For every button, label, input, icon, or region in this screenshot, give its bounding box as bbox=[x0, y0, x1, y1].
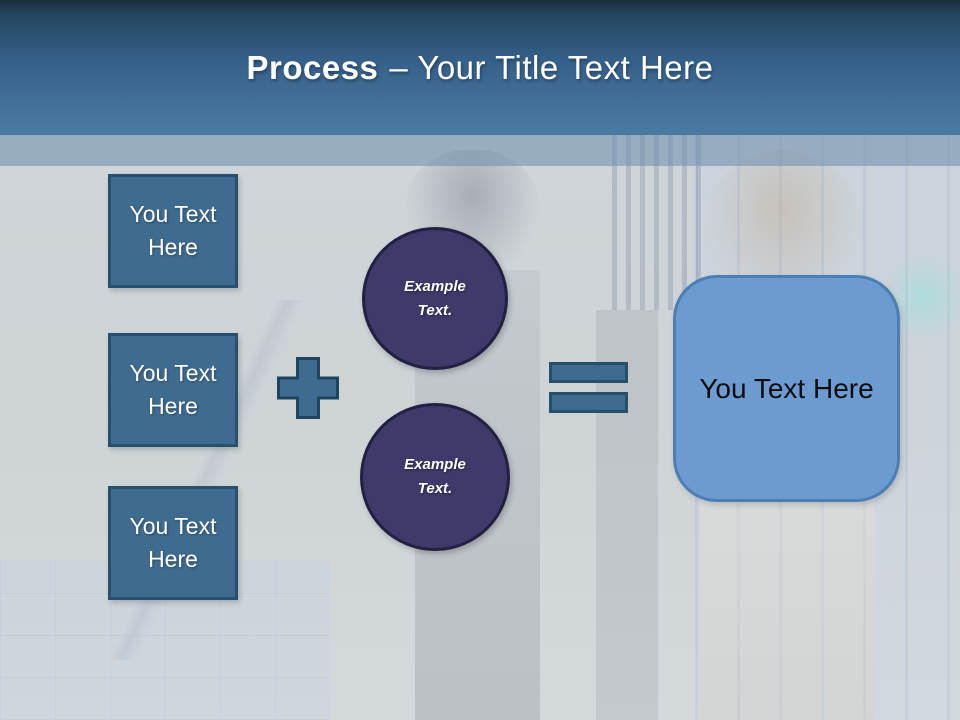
header-accent-band bbox=[0, 135, 960, 166]
slide-title: Process – Your Title Text Here bbox=[246, 49, 713, 87]
result-box-label: You Text Here bbox=[699, 372, 874, 404]
example-circle-2[interactable]: Example Text. bbox=[360, 403, 510, 551]
slide-title-subtitle: – Your Title Text Here bbox=[389, 48, 714, 86]
equals-icon bbox=[549, 362, 628, 413]
equals-bar-bottom bbox=[549, 392, 628, 413]
input-box-2[interactable]: You Text Here bbox=[108, 333, 238, 447]
input-box-1[interactable]: You Text Here bbox=[108, 174, 238, 288]
input-box-3-label: You Text Here bbox=[129, 513, 217, 572]
result-box[interactable]: You Text Here bbox=[673, 275, 900, 502]
example-circle-1-label: Example Text. bbox=[404, 277, 466, 319]
example-circle-2-label: Example Text. bbox=[404, 456, 466, 497]
input-box-1-label: You Text Here bbox=[129, 201, 217, 260]
input-box-3[interactable]: You Text Here bbox=[108, 486, 238, 600]
slide-header: Process – Your Title Text Here bbox=[0, 0, 960, 135]
equals-bar-top bbox=[549, 362, 628, 383]
input-box-2-label: You Text Here bbox=[129, 360, 217, 419]
plus-icon bbox=[277, 357, 339, 419]
background-figure2-body bbox=[700, 495, 875, 720]
slide-title-keyword: Process bbox=[246, 48, 379, 86]
example-circle-1[interactable]: Example Text. bbox=[362, 227, 508, 370]
